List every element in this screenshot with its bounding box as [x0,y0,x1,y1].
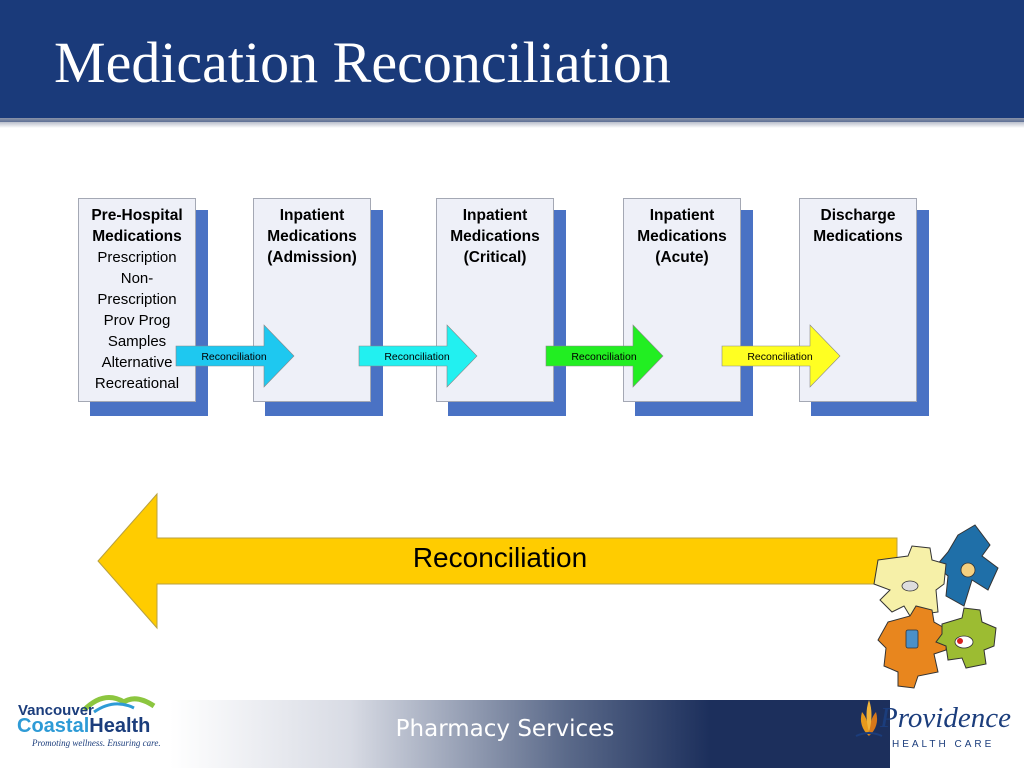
vch-logo-line2: CoastalHealth [17,715,150,738]
stage-item: Samples [107,333,167,350]
stage-inpatient-admission: Inpatient Medications (Admission) [253,198,371,402]
vch-health: Health [89,715,151,737]
stage-item: Recreational [94,375,180,392]
transition-arrow [545,324,664,388]
mountain-logo-icon [82,695,156,714]
providence-health-care-logo: Providence HEALTH CARE [850,692,1020,758]
vancouver-coastal-health-logo: Vancouver CoastalHealth Promoting wellne… [14,688,174,758]
providence-flower-icon [855,700,883,737]
stage-heading: Pre-Hospital Medications [91,207,183,245]
title-bar [0,0,1024,122]
providence-name: Providence [880,702,1011,734]
transition-label: Reconciliation [747,351,813,363]
transition-label: Reconciliation [201,351,267,363]
title-bar-shadow [0,118,1024,128]
slide-title: Medication Reconciliation [54,30,671,95]
transition-arrow [721,324,841,388]
stage-heading: Discharge Medications [813,207,903,245]
stage-heading: Inpatient Medications (Admission) [267,207,357,266]
stage-heading: Inpatient Medications (Acute) [637,207,727,266]
footer-band [170,700,890,768]
vch-coastal: Coastal [17,715,90,737]
transition-arrow [175,324,295,388]
providence-sub: HEALTH CARE [892,739,995,750]
stage-item: Alternative [101,354,173,371]
vch-tagline: Promoting wellness. Ensuring care. [32,738,161,748]
stage-item: Non- [120,270,154,287]
stage-heading: Inpatient Medications (Critical) [450,207,540,266]
big-arrow-label: Reconciliation [412,542,588,573]
stage-pre-hospital: Pre-Hospital Medications Prescription No… [78,198,196,402]
stage-item: Prov Prog [103,312,171,329]
vch-logo-line1: Vancouver [18,702,94,719]
big-reconciliation-arrow [97,492,898,630]
transition-label: Reconciliation [571,351,637,363]
stage-item: Prescription [97,291,177,308]
puzzle-pieces-medication-icon [873,524,999,689]
stage-item: Prescription [97,249,177,266]
transition-label: Reconciliation [384,351,450,363]
transition-arrow [358,324,478,388]
footer-title: Pharmacy Services [395,716,615,742]
